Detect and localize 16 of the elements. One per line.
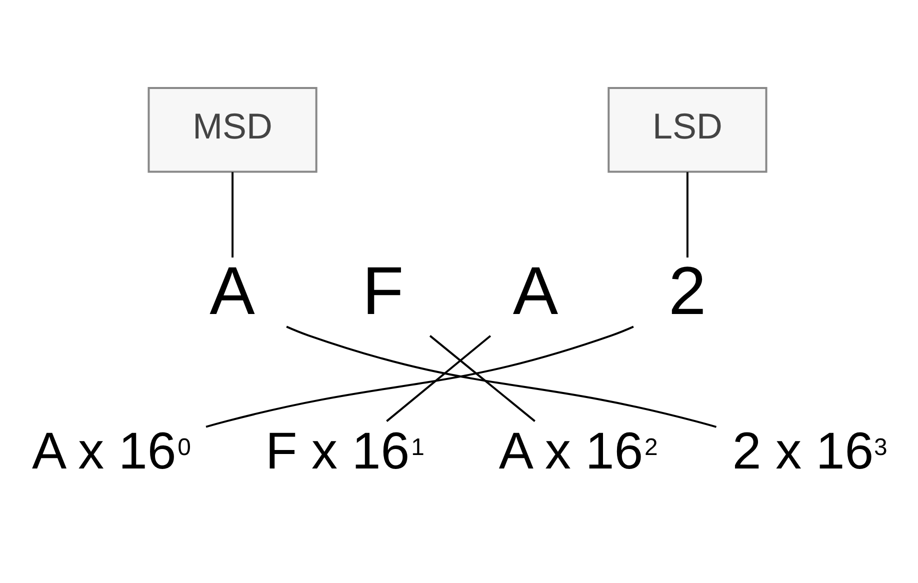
node-text: A — [210, 254, 255, 329]
connector — [206, 326, 634, 428]
node-text: A — [512, 254, 558, 329]
node-text: F — [362, 254, 404, 329]
connector — [286, 326, 717, 428]
node-text: 2 — [668, 254, 706, 329]
connector — [686, 172, 688, 258]
node-box: MSD — [148, 86, 318, 173]
connector — [232, 172, 234, 258]
node-box: LSD — [608, 86, 768, 173]
node-text: F x 16$^{1}$ — [265, 422, 424, 480]
node-text: A x 16$^{2}$ — [498, 422, 658, 480]
node-text: A x 16$^{0}$ — [32, 422, 191, 480]
connector — [429, 335, 536, 422]
node-text: 2 x 16$^{3}$ — [732, 422, 888, 480]
connector — [386, 335, 492, 422]
